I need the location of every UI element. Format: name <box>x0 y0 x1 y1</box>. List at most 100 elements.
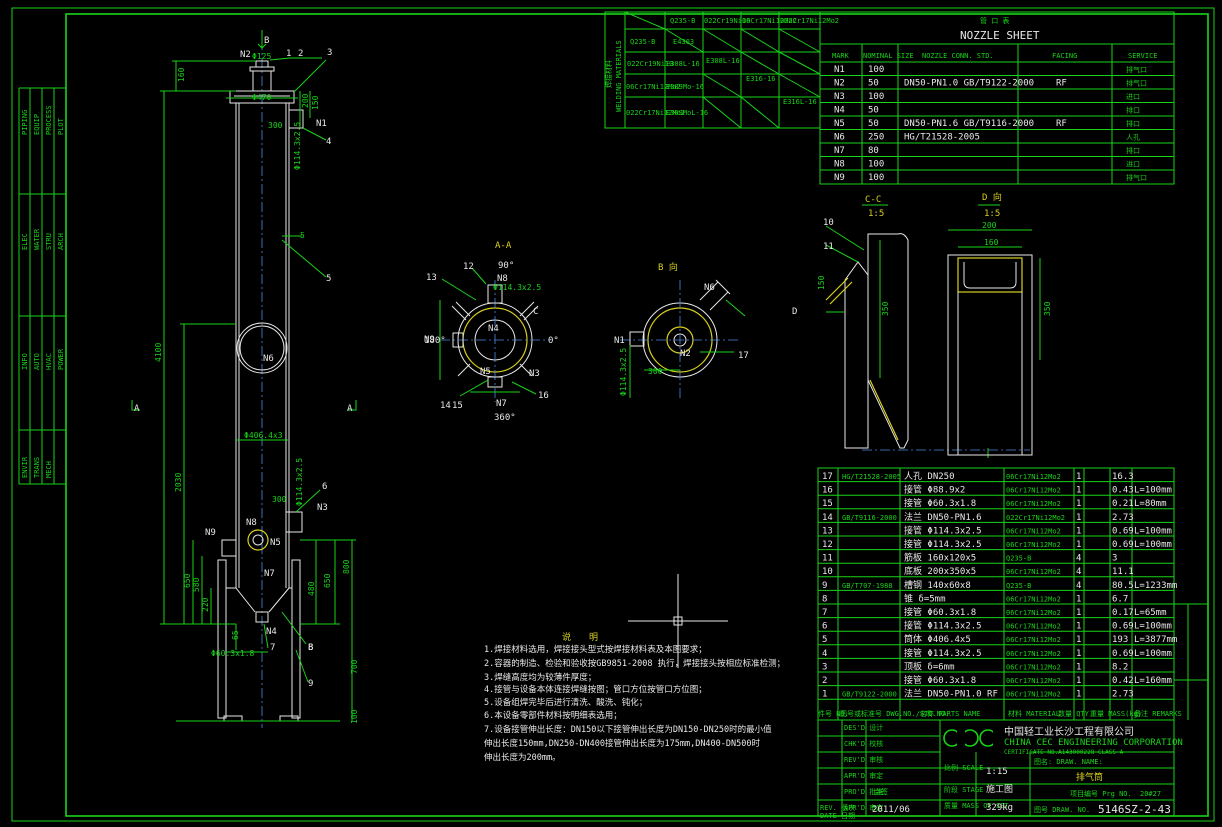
d-dim-160: 160 <box>984 238 999 247</box>
bom-cell: HG/T21528-2005 <box>842 473 901 481</box>
mass-label: 质量 MASS OF SET <box>944 801 1009 810</box>
bom-cell: 1 <box>1076 649 1081 659</box>
dim-300: 300 <box>268 121 283 130</box>
bom-cell: 锥 δ=5mm <box>904 592 946 604</box>
bom-cell: 15 <box>822 499 833 509</box>
nozzle-cell: 80 <box>868 146 879 156</box>
nozzle-cell: N1 <box>834 65 845 75</box>
bom-cell: L=100mm <box>1134 540 1172 550</box>
bom-cell: 11 <box>822 554 833 564</box>
company-logo <box>943 729 1001 747</box>
b-tag-n1: N1 <box>614 336 625 346</box>
angle-0: 0° <box>548 336 559 346</box>
leader-3: 3 <box>327 48 332 58</box>
view-b-title: B 向 <box>658 261 678 273</box>
side-label-power: POWER <box>57 348 65 370</box>
nozzle-cell: 排气口 <box>1126 79 1147 88</box>
aa-dim-nozzle: Φ114.3x2.5 <box>493 283 541 292</box>
company-certificate: CERTIFICATE NO.A143000228 CLASS A <box>1004 749 1124 756</box>
bom-cell: 4 <box>822 649 827 659</box>
technical-notes: 说 明 1.焊接材料选用，焊接接头型式按焊接材料表及本图要求； 2.容器的制造、… <box>484 631 785 763</box>
title-block: 中国轻工业长沙工程有限公司 CHINA CEC ENGINEERING CORP… <box>817 719 1183 820</box>
dim-580: 580 <box>192 577 201 592</box>
dim-800: 800 <box>342 559 351 574</box>
bom-cell: L=1233mm <box>1134 581 1177 591</box>
dim-d60: Φ60.3x1.8 <box>211 649 255 658</box>
cc-title: C-C <box>865 195 881 205</box>
bom-cell: 06Cr17Ni12Mo2 <box>1006 650 1061 658</box>
bom-cell: L=100mm <box>1134 649 1172 659</box>
b-dim-nozzle: Φ114.3x2.5 <box>619 348 628 396</box>
leader-2: 2 <box>298 49 303 59</box>
nozzle-cell: 50 <box>868 79 879 89</box>
angle-90: 90° <box>498 261 514 271</box>
nozzle-cell: N4 <box>834 106 845 116</box>
dim-200: 200 <box>301 93 310 108</box>
side-label-arch: ARCH <box>57 233 65 250</box>
view-b: B 向 <box>620 261 746 400</box>
bom-cell: 人孔 DN250 <box>904 471 955 482</box>
bom-cell: 0.69 <box>1112 622 1134 632</box>
dim-shell: Φ406.4x3 <box>244 431 283 440</box>
side-label-equip: EQUIP <box>33 114 41 135</box>
nozzle-cell: 50 <box>868 119 879 129</box>
nozzle-cell: N3 <box>834 92 845 102</box>
bom-cell: 16 <box>822 486 833 496</box>
bom-cell: 06Cr17Ni12Mo2 <box>1006 527 1061 535</box>
aa-tag-n5: N5 <box>480 367 491 377</box>
nozzle-tag-n5: N5 <box>270 538 281 548</box>
aa-tag-n8: N8 <box>497 274 508 284</box>
side-label-stru: STRU <box>45 233 53 250</box>
bom-cell: GB/T707-1988 <box>842 582 893 590</box>
bom-cell: 06Cr17Ni12Mo2 <box>1006 691 1061 699</box>
nozzle-cell: 排口 <box>1126 119 1140 128</box>
bom-header-no: 件号 NO. <box>818 709 849 718</box>
project-number: 20#27 <box>1140 790 1161 798</box>
bom-cell: 2.73 <box>1112 690 1134 700</box>
note-line-6: 6.本设备零部件材料按明细表选用； <box>484 710 622 721</box>
bom-cell: 接管 Φ114.3x2.5 <box>904 620 982 632</box>
bom-cell: 法兰 DN50-PN1.0 RF <box>904 688 998 700</box>
bom-cell: 0.17 <box>1112 608 1134 618</box>
bom-cell: Q235-B <box>1006 582 1031 590</box>
note-line-8: 伸出长度150mm,DN250-DN400接管伸出长度为175mm,DN400-… <box>484 738 760 749</box>
nozzle-cell: 排气口 <box>1126 173 1147 182</box>
cc-leader-10: 10 <box>823 218 834 228</box>
b-dim-300: 300 <box>648 367 663 376</box>
side-label-plot: PLOT <box>57 117 65 135</box>
welding-title: 焊接材料 <box>604 60 613 88</box>
drawing-number: 5146SZ-2-43 <box>1098 803 1171 816</box>
side-label-elec: ELEC <box>21 233 29 250</box>
bom-cell: 4 <box>1076 581 1081 591</box>
bom-cell: 4 <box>1076 554 1081 564</box>
bom-cell: 16.3 <box>1112 472 1134 482</box>
nozzle-cell: DN50-PN1.0 GB/T9122-2000 <box>904 79 1034 89</box>
bom-cell: 14 <box>822 513 833 523</box>
section-mark-a-left: A <box>134 404 140 414</box>
bom-cell: 10 <box>822 567 833 577</box>
cc-mark-d: D <box>792 307 797 317</box>
leader-5: 5 <box>326 274 331 284</box>
role-label: PRO'D 批准 <box>844 787 883 796</box>
nozzle-header-facing: FACING <box>1052 52 1077 60</box>
nozzle-header-size: NOMINAL SIZE <box>863 52 914 60</box>
bom-cell: 筋板 160x120x5 <box>904 552 976 564</box>
dim-nozzle-dia-2: Φ114.3x2.5 <box>295 458 304 506</box>
bom-cell: 06Cr17Ni12Mo2 <box>1006 595 1061 603</box>
bom-cell: 12 <box>822 540 833 550</box>
welding-cell: E309Mo-16 <box>666 83 704 91</box>
leader-4: 4 <box>326 137 331 147</box>
leader-6: 6 <box>322 482 327 492</box>
welding-cell: E316-16 <box>746 75 776 83</box>
aa-leader-14: 14 <box>440 401 451 411</box>
nozzle-cell: N7 <box>834 146 845 156</box>
project-label: 项目编号 Prg NO. <box>1070 789 1132 798</box>
note-line-5: 5.设备组焊完毕后进行清洗、酸洗、钝化； <box>484 697 647 708</box>
nozzle-header-service: SERVICE <box>1128 52 1158 60</box>
welding-col-header: 06Cr17Ni12Mo2 <box>742 17 797 25</box>
nozzle-tag-n4: N4 <box>266 627 277 637</box>
bom-cell: 1 <box>822 690 827 700</box>
nozzle-cell: HG/T21528-2005 <box>904 133 980 143</box>
note-line-1: 1.焊接材料选用，焊接接头型式按焊接材料表及本图要求； <box>484 644 707 655</box>
bom-cell: 8 <box>822 594 827 604</box>
